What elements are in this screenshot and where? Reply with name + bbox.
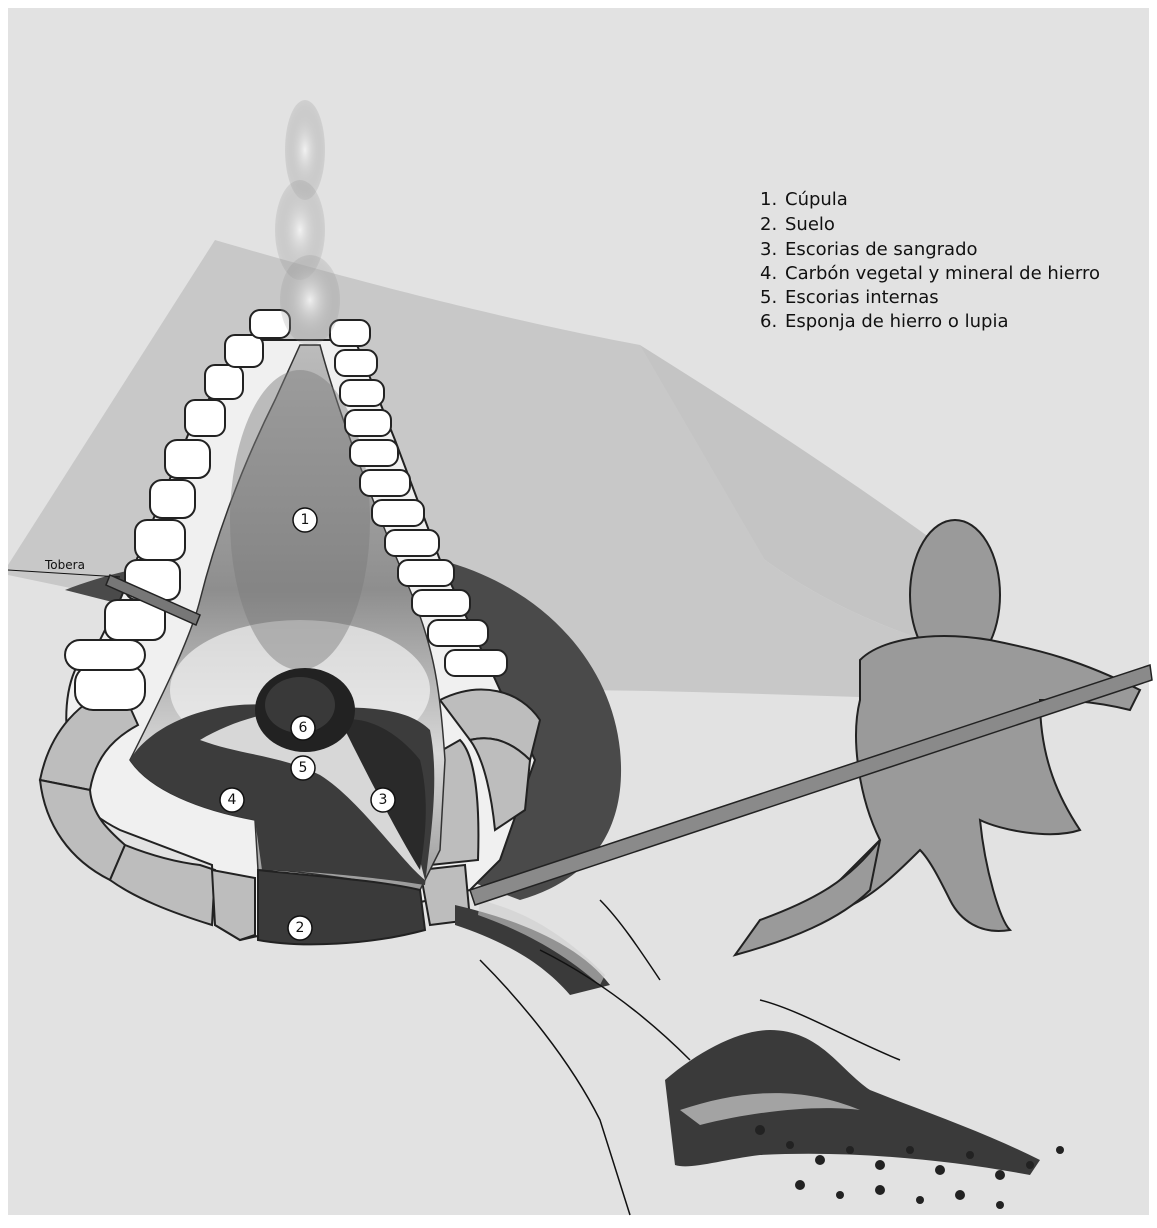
legend-num-5: 5. <box>760 287 777 308</box>
legend-num-3: 3. <box>760 239 777 260</box>
legend-num-2: 2. <box>760 214 777 235</box>
legend-label-5: Escorias internas <box>785 287 939 308</box>
legend-label-3: Escorias de sangrado <box>785 239 978 260</box>
tobera-label: Tobera <box>44 558 85 572</box>
marker-5-text: 5 <box>299 760 308 776</box>
legend-num-4: 4. <box>760 263 777 284</box>
legend-num-6: 6. <box>760 311 777 332</box>
marker-1-text: 1 <box>301 512 310 528</box>
legend-num-1: 1. <box>760 189 777 210</box>
marker-3-text: 3 <box>379 792 388 808</box>
legend-label-4: Carbón vegetal y mineral de hierro <box>785 263 1100 284</box>
marker-2-text: 2 <box>296 920 305 936</box>
marker-6-text: 6 <box>299 720 308 736</box>
legend-label-6: Esponja de hierro o lupia <box>785 311 1008 332</box>
legend-label-1: Cúpula <box>785 189 848 210</box>
legend-label-2: Suelo <box>785 214 835 235</box>
marker-4-text: 4 <box>228 792 237 808</box>
